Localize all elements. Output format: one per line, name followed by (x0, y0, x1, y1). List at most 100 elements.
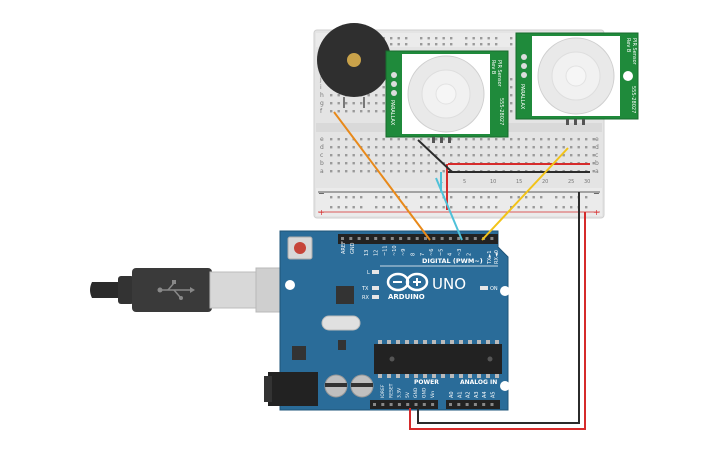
power-pin-label: GND (413, 387, 419, 398)
breadboard-hole (337, 162, 340, 165)
pir2-pin-2 (574, 119, 577, 125)
rail-hole (435, 206, 438, 209)
pir2-rev: Rev B (625, 38, 631, 53)
breadboard-hole (412, 154, 415, 157)
breadboard-hole (420, 154, 423, 157)
rail-hole (427, 37, 430, 40)
rail-hole (397, 43, 400, 46)
row-label-i: i (320, 84, 322, 91)
rail-minus-symbol: − (318, 189, 325, 198)
rail-hole (495, 43, 498, 46)
pir1-brand: PARALLAX (389, 100, 395, 126)
capacitor-2-stripe (351, 383, 373, 387)
analog-pin-label: A3 (474, 391, 480, 398)
header-pin (406, 403, 410, 406)
breadboard-hole (555, 138, 558, 141)
usb-cable-collar (118, 276, 134, 304)
rail-hole (495, 196, 498, 199)
pir1-pin-1 (432, 137, 435, 143)
breadboard-hole (375, 102, 378, 105)
header-pin (382, 237, 386, 240)
pir-sensor-2[interactable]: PIR Sensor Rev B 555-28027 PARALLAX (515, 32, 639, 125)
pir1-pin-3 (448, 137, 451, 143)
breadboard-hole (330, 110, 333, 113)
voltage-regulator (292, 346, 306, 360)
pir1-pin-2 (440, 137, 443, 143)
wire-yellow-pir2[interactable] (481, 147, 569, 241)
breadboard-hole (412, 138, 415, 141)
header-pin (473, 237, 477, 240)
dc-power-jack[interactable] (268, 372, 318, 406)
power-pin-label: 5V (405, 391, 411, 398)
breadboard-hole (592, 146, 595, 149)
header-pin (357, 237, 361, 240)
breadboard-hole (502, 146, 505, 149)
capacitor-1-stripe (325, 383, 347, 387)
rail-hole (562, 206, 565, 209)
chip-pin (486, 340, 490, 344)
breadboard-hole (375, 94, 378, 97)
rail-hole (330, 206, 333, 209)
breadboard-hole (480, 154, 483, 157)
chip-pin (459, 340, 463, 344)
rail-hole (487, 37, 490, 40)
breadboard-hole (510, 110, 513, 113)
breadboard-hole (382, 162, 385, 165)
breadboard-hole (472, 138, 475, 141)
wire-black-gnd[interactable] (417, 192, 580, 424)
breadboard-hole (405, 146, 408, 149)
wire-cyan-pir1[interactable] (435, 177, 463, 241)
rail-hole (390, 43, 393, 46)
breadboard-hole (345, 110, 348, 113)
power-header-label: POWER (414, 379, 439, 386)
piezo-buzzer[interactable] (317, 23, 391, 108)
power-pin-label: RESET (388, 383, 394, 398)
breadboard-hole (337, 94, 340, 97)
arduino-logo-icon (386, 272, 429, 292)
breadboard-hole (510, 154, 513, 157)
breadboard-hole (337, 170, 340, 173)
breadboard-hole (367, 94, 370, 97)
rail-hole (420, 37, 423, 40)
breadboard-hole (367, 110, 370, 113)
chip-pin (486, 374, 490, 378)
jumper-black-sensor1[interactable] (417, 139, 453, 173)
breadboard-hole (330, 154, 333, 157)
wire-orange-buzzer[interactable] (333, 111, 431, 241)
rail-hole (480, 43, 483, 46)
breadboard-hole (405, 162, 408, 165)
chip-pin (396, 374, 400, 378)
breadboard-hole (442, 154, 445, 157)
breadboard-hole (427, 154, 430, 157)
breadboard-hole (592, 154, 595, 157)
header-pin (373, 403, 376, 406)
digital-pin-label: 2 (466, 253, 472, 256)
chip-pin (414, 340, 418, 344)
l-led (372, 270, 379, 274)
col-label-25: 25 (568, 179, 574, 185)
digital-pin-label: ~9 (401, 249, 407, 256)
breadboard-hole (540, 154, 543, 157)
chip-notch-1 (389, 356, 395, 362)
rail-hole (397, 206, 400, 209)
wire-red-5v[interactable] (409, 212, 586, 430)
row-label-a: a (320, 168, 324, 175)
chip-pin (477, 340, 481, 344)
rail-hole (510, 206, 513, 209)
digital-pin-label: 4 (448, 253, 454, 256)
power-pin-label: Vin (430, 391, 436, 398)
reset-button-cap[interactable] (294, 242, 306, 254)
chip-pin (432, 374, 436, 378)
header-pin (399, 237, 403, 240)
pir2-dome-core (565, 65, 587, 87)
rail-hole (570, 196, 573, 199)
usb-connector-metal (209, 271, 259, 309)
analog-pin-label: A1 (457, 391, 463, 398)
tx-label: TX (361, 286, 369, 292)
pir-sensor-1[interactable]: PIR Sensor Rev B 555-28027 PARALLAX (385, 50, 509, 143)
header-pin (397, 403, 401, 406)
pir1-dome-core (435, 83, 457, 105)
breadboard-hole (472, 154, 475, 157)
